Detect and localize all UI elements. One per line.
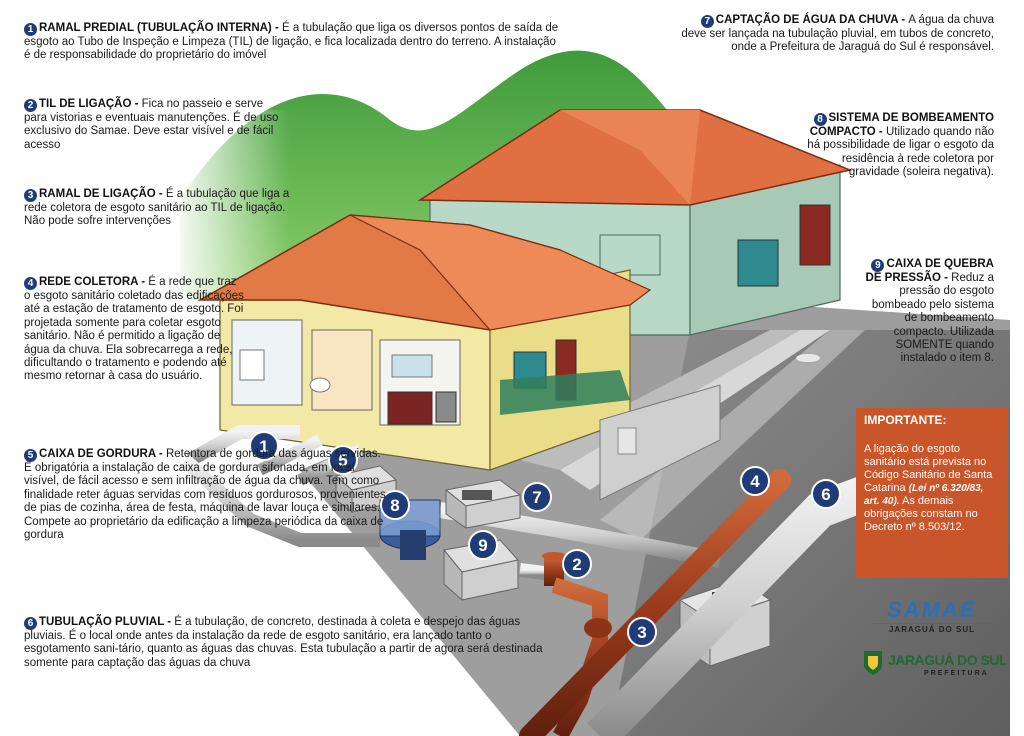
badge-4-label: 4 (750, 472, 760, 491)
item-3-body: É a tubulação que liga a rede coletora d… (24, 188, 290, 214)
item-8-body: Utilizado quando não há possibilidade de… (807, 126, 994, 179)
item-2-body: Fica no passeio e serve para vistorias e… (24, 98, 279, 151)
badge-3-label: 3 (637, 623, 646, 642)
badge-3-circle (627, 617, 657, 647)
badge-9-circle (468, 530, 498, 560)
item-7-body: A água da chuva deve ser lançada na tubu… (681, 14, 994, 54)
important-notice: IMPORTANTE: A ligação do esgoto sanitári… (856, 408, 1008, 578)
badge-6-label: 6 (821, 485, 830, 504)
important-law: (Lei nº 6.320/83, art. 40). (864, 483, 984, 507)
item-6-title: TUBULAÇÃO PLUVIAL - (39, 616, 175, 628)
badge-8: 8 (380, 490, 410, 520)
number-badges: 1 2 3 4 5 6 7 8 9 (249, 431, 841, 647)
coat-of-arms-icon (864, 651, 882, 675)
item-5-title: CAIXA DE GORDURA - (39, 448, 166, 460)
item-7-title: CAPTAÇÃO DE ÁGUA DA CHUVA - (715, 14, 909, 26)
badge-5-icon: 5 (24, 449, 37, 462)
city-logo-sub: PREFEITURA (924, 670, 989, 677)
badge-2-circle (562, 549, 592, 579)
item-8-title: SISTEMA DE BOMBEAMENTO COMPACTO - (809, 112, 994, 138)
badge-4-circle (740, 466, 770, 496)
item-1-title: RAMAL PREDIAL (TUBULAÇÃO INTERNA) - (39, 22, 282, 34)
badge-9: 9 (468, 530, 498, 560)
badge-2-icon: 2 (24, 99, 37, 112)
badge-8-icon: 8 (813, 113, 827, 126)
item-2-title: TIL DE LIGAÇÃO - (39, 98, 142, 110)
badge-1: 1 (249, 431, 279, 461)
badge-1-circle (249, 431, 279, 461)
front-wall (599, 384, 721, 501)
item-6-body: É a tubulação, de concreto, destinada à … (24, 616, 543, 669)
badge-4-icon: 4 (24, 277, 37, 290)
badge-5-label: 5 (338, 451, 347, 470)
important-text-1: A ligação do esgoto sanitário está previ… (864, 443, 993, 494)
city-logo-word: JARAGUÁ DO SUL (888, 652, 1008, 668)
badge-7-icon: 7 (700, 15, 714, 28)
badge-3: 3 (627, 617, 657, 647)
til-riser (542, 552, 608, 736)
badge-2: 2 (562, 549, 592, 579)
badge-7-circle (522, 482, 552, 512)
badge-5-circle (328, 445, 358, 475)
badge-1-icon: 1 (24, 23, 37, 36)
badge-6: 6 (811, 479, 841, 509)
samae-logo-sub: JARAGUÁ DO SUL (872, 623, 992, 634)
badge-4: 4 (740, 466, 770, 496)
samae-logo: SAMAE JARAGUÁ DO SUL (872, 597, 992, 634)
badge-9-icon: 9 (871, 259, 885, 272)
item-9-title: CAIXA DE QUEBRA DE PRESSÃO - (865, 258, 994, 284)
badge-3-icon: 3 (24, 189, 37, 202)
badge-6-icon: 6 (24, 617, 37, 630)
important-title: IMPORTANTE: (864, 413, 947, 427)
important-text-2: As demais obrigações constam no Decreto … (864, 495, 978, 533)
samae-logo-word: SAMAE (885, 597, 980, 622)
badge-8-circle (380, 490, 410, 520)
jaragua-do-sul-logo: JARAGUÁ DO SUL PREFEITURA (862, 646, 1012, 682)
badge-5: 5 (328, 445, 358, 475)
item-3-title: RAMAL DE LIGAÇÃO - (39, 188, 166, 200)
item-4-title: REDE COLETORA - (39, 276, 149, 288)
badge-7-label: 7 (532, 488, 541, 507)
item-5-body: Retentora de gordura das águas servidas.… (24, 448, 386, 542)
item-9-body: Reduz a pressão do esgoto bombeado pelo … (871, 272, 994, 365)
badge-6-circle (811, 479, 841, 509)
badge-2-label: 2 (572, 555, 581, 574)
item-1-body: É a tubulação que liga os diversos ponto… (24, 22, 559, 62)
badge-1-label: 1 (259, 437, 268, 456)
item-3-body2: Não pode sofre intervenções (24, 215, 172, 228)
badge-9-label: 9 (478, 536, 487, 555)
badge-8-label: 8 (390, 496, 399, 515)
badge-7: 7 (522, 482, 552, 512)
item-4-body: É a rede que traz o esgoto sanitário col… (24, 276, 244, 383)
front-house (197, 214, 652, 471)
